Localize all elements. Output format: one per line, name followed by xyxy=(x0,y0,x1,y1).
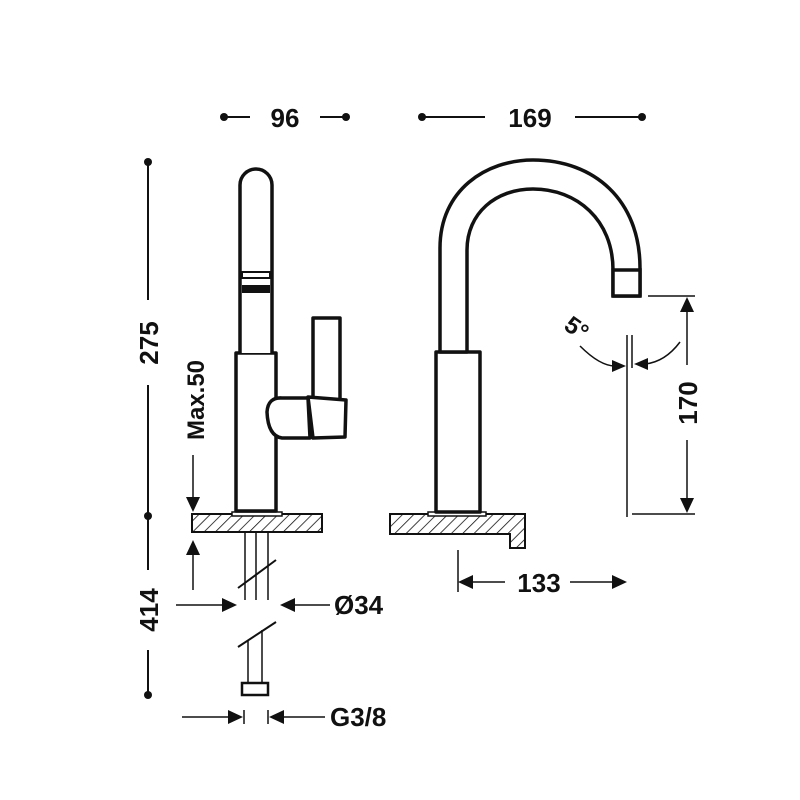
dimension-thread: G3/8 xyxy=(182,702,386,732)
dimension-label-d34: Ø34 xyxy=(334,590,384,620)
handle-base-side xyxy=(265,396,312,440)
dimension-total-height: 275 xyxy=(134,158,164,520)
dimension-label-275: 275 xyxy=(134,321,164,364)
dimension-width-side: 96 xyxy=(220,103,350,133)
gooseneck-spout xyxy=(438,158,642,354)
dimension-deck-max: Max.50 xyxy=(183,360,210,590)
spout-side xyxy=(238,167,274,353)
dimension-label-96: 96 xyxy=(271,103,300,133)
dimension-label-g38: G3/8 xyxy=(330,702,386,732)
deck-hatch-right xyxy=(389,513,526,549)
dimension-pipe-length: 414 xyxy=(134,516,164,699)
dimension-spout-height: 170 xyxy=(632,295,703,515)
dimension-spout-reach: 133 xyxy=(457,550,627,598)
handle-lever-side xyxy=(311,316,342,402)
faucet-body-side xyxy=(234,351,278,513)
dimension-label-133: 133 xyxy=(517,568,560,598)
dimension-swivel-angle: 5° xyxy=(559,311,681,517)
dimension-label-5deg: 5° xyxy=(559,311,593,346)
dimension-label-max50: Max.50 xyxy=(183,360,210,440)
faucet-body-front xyxy=(434,350,482,514)
supply-connector xyxy=(240,681,270,697)
dimension-label-170: 170 xyxy=(673,381,703,424)
dimension-hole-diameter: Ø34 xyxy=(176,590,384,620)
faucet-front-view xyxy=(389,158,642,549)
faucet-side-view xyxy=(191,167,348,697)
dimension-label-414: 414 xyxy=(134,588,164,632)
dimension-width-front: 169 xyxy=(418,103,646,133)
dimension-label-169: 169 xyxy=(508,103,551,133)
